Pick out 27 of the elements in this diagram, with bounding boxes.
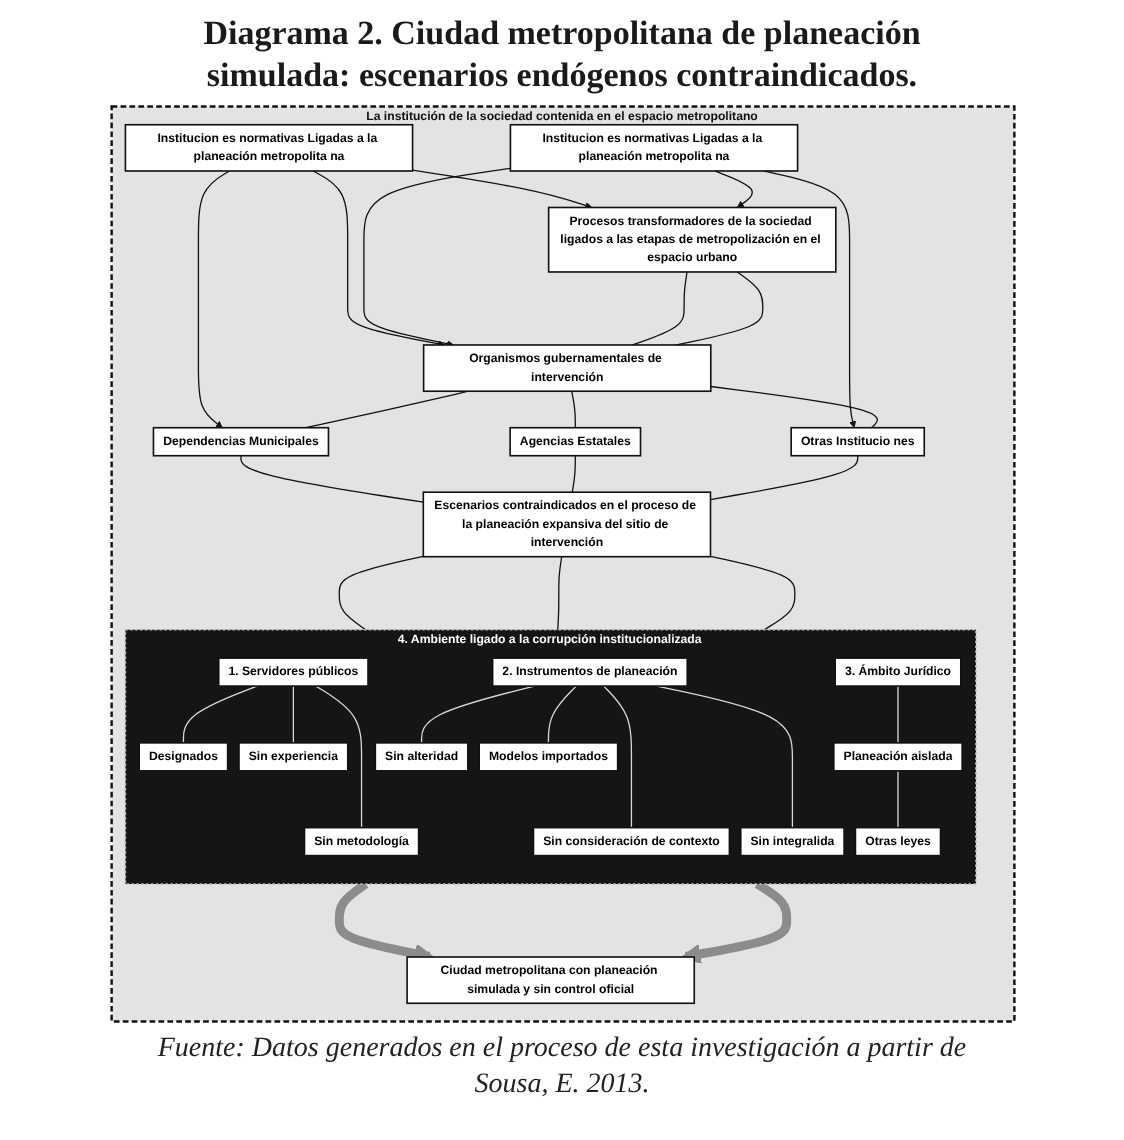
connector	[570, 455, 575, 493]
connector	[630, 271, 687, 346]
arrow	[196, 170, 230, 429]
connector	[896, 685, 898, 744]
connector	[556, 556, 562, 631]
connector	[181, 685, 257, 744]
connector	[708, 455, 858, 501]
connector	[304, 390, 468, 429]
connector	[896, 770, 898, 829]
connector	[291, 685, 294, 744]
diagram-title: Diagrama 2. Ciudad metropolitana de planeación simulada: escenarios endógenos contraindicados.	[201, 12, 923, 96]
connector	[337, 555, 423, 631]
arrow	[410, 169, 592, 209]
connector	[709, 385, 878, 429]
connector	[546, 685, 576, 744]
connector	[602, 685, 632, 829]
connector	[708, 555, 795, 631]
arrow	[713, 170, 752, 208]
connector	[419, 685, 534, 744]
connector	[314, 685, 362, 829]
caption: Fuente: Datos generados en el proceso de esta investigación a partir de Sousa, E. 2013.	[155, 1032, 969, 1104]
connector	[570, 390, 575, 429]
arrow	[761, 170, 856, 429]
connector	[239, 455, 423, 503]
arrow	[362, 167, 511, 348]
arrow	[680, 880, 791, 964]
arrow	[311, 170, 444, 348]
